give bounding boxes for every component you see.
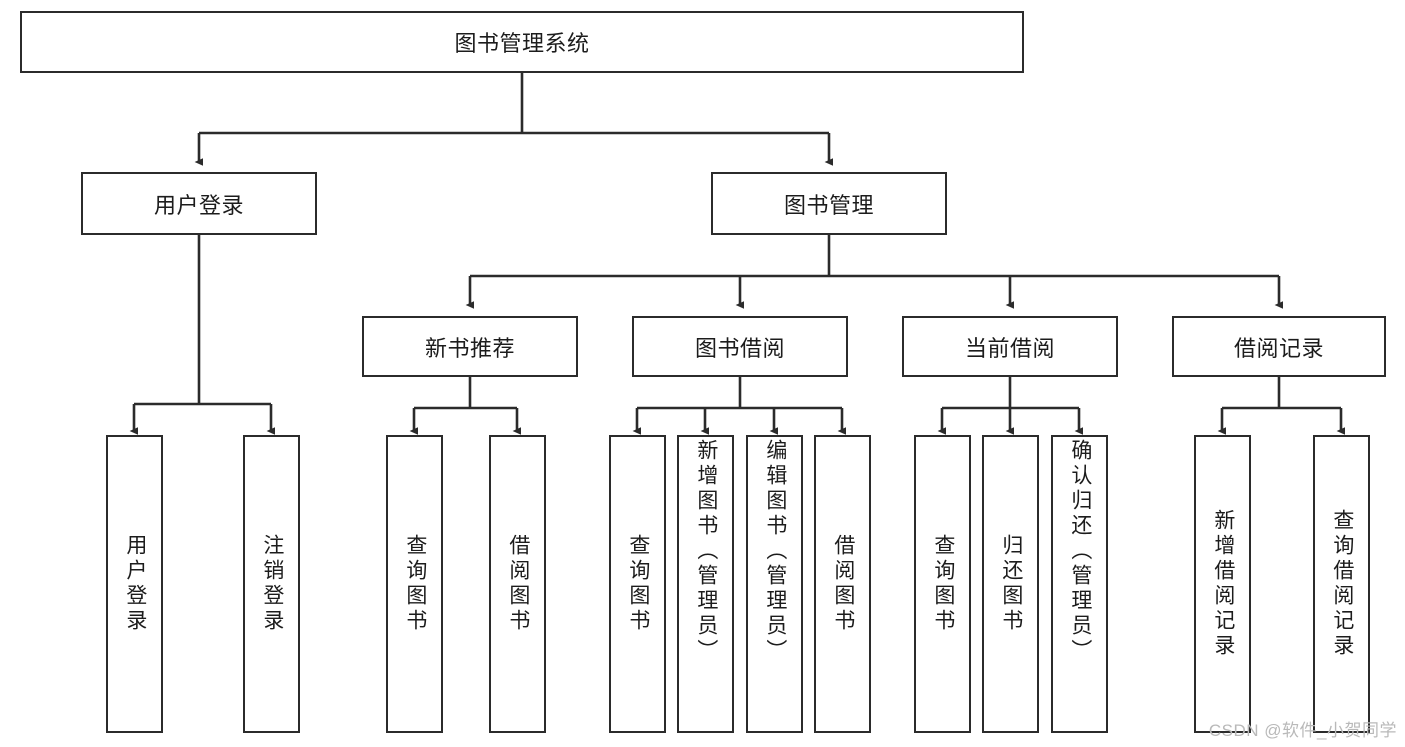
node-leaf-edit-book[interactable]: 编辑图书（管理员） (746, 435, 803, 733)
node-leaf-query-record[interactable]: 查询借阅记录 (1313, 435, 1370, 733)
node-leaf-add-book[interactable]: 新增图书（管理员） (677, 435, 734, 733)
node-leaf-query-record-label: 查询借阅记录 (1330, 509, 1354, 659)
node-leaf-add-book-label: 新增图书（管理员） (694, 439, 718, 664)
node-borrow-record-label: 借阅记录 (1233, 335, 1324, 361)
node-book-manage[interactable]: 图书管理 (711, 172, 947, 235)
node-leaf-query-book-2-label: 查询图书 (626, 534, 650, 634)
node-leaf-return-book-label: 归还图书 (999, 534, 1023, 634)
node-new-book-recommend[interactable]: 新书推荐 (362, 316, 578, 377)
node-leaf-query-book-3[interactable]: 查询图书 (914, 435, 971, 733)
node-book-manage-label: 图书管理 (783, 192, 874, 218)
node-book-borrow-label: 图书借阅 (694, 335, 785, 361)
node-leaf-query-book-1-label: 查询图书 (403, 534, 427, 634)
node-leaf-user-logout[interactable]: 注销登录 (243, 435, 300, 733)
watermark-text: CSDN @软件_小贺同学 (1208, 721, 1397, 740)
node-leaf-confirm-return-label: 确认归还（管理员） (1068, 439, 1092, 664)
node-user-login[interactable]: 用户登录 (81, 172, 317, 235)
node-leaf-borrow-book-1-label: 借阅图书 (506, 534, 530, 634)
node-leaf-query-book-2[interactable]: 查询图书 (609, 435, 666, 733)
node-leaf-borrow-book-1[interactable]: 借阅图书 (489, 435, 546, 733)
node-leaf-return-book[interactable]: 归还图书 (982, 435, 1039, 733)
node-root-label: 图书管理系统 (454, 31, 590, 56)
node-leaf-add-record[interactable]: 新增借阅记录 (1194, 435, 1251, 733)
node-current-borrow[interactable]: 当前借阅 (902, 316, 1118, 377)
node-leaf-user-login[interactable]: 用户登录 (106, 435, 163, 733)
node-root[interactable]: 图书管理系统 (20, 11, 1024, 73)
node-leaf-query-book-3-label: 查询图书 (931, 534, 955, 634)
node-leaf-user-login-label: 用户登录 (123, 534, 147, 634)
node-user-login-label: 用户登录 (153, 192, 244, 218)
node-leaf-borrow-book-2[interactable]: 借阅图书 (814, 435, 871, 733)
node-leaf-confirm-return[interactable]: 确认归还（管理员） (1051, 435, 1108, 733)
node-borrow-record[interactable]: 借阅记录 (1172, 316, 1386, 377)
node-leaf-query-book-1[interactable]: 查询图书 (386, 435, 443, 733)
node-current-borrow-label: 当前借阅 (964, 335, 1055, 361)
node-leaf-borrow-book-2-label: 借阅图书 (831, 534, 855, 634)
node-leaf-add-record-label: 新增借阅记录 (1211, 509, 1235, 659)
node-leaf-edit-book-label: 编辑图书（管理员） (763, 439, 787, 664)
node-new-book-recommend-label: 新书推荐 (424, 335, 515, 361)
node-leaf-user-logout-label: 注销登录 (260, 534, 284, 634)
node-book-borrow[interactable]: 图书借阅 (632, 316, 848, 377)
